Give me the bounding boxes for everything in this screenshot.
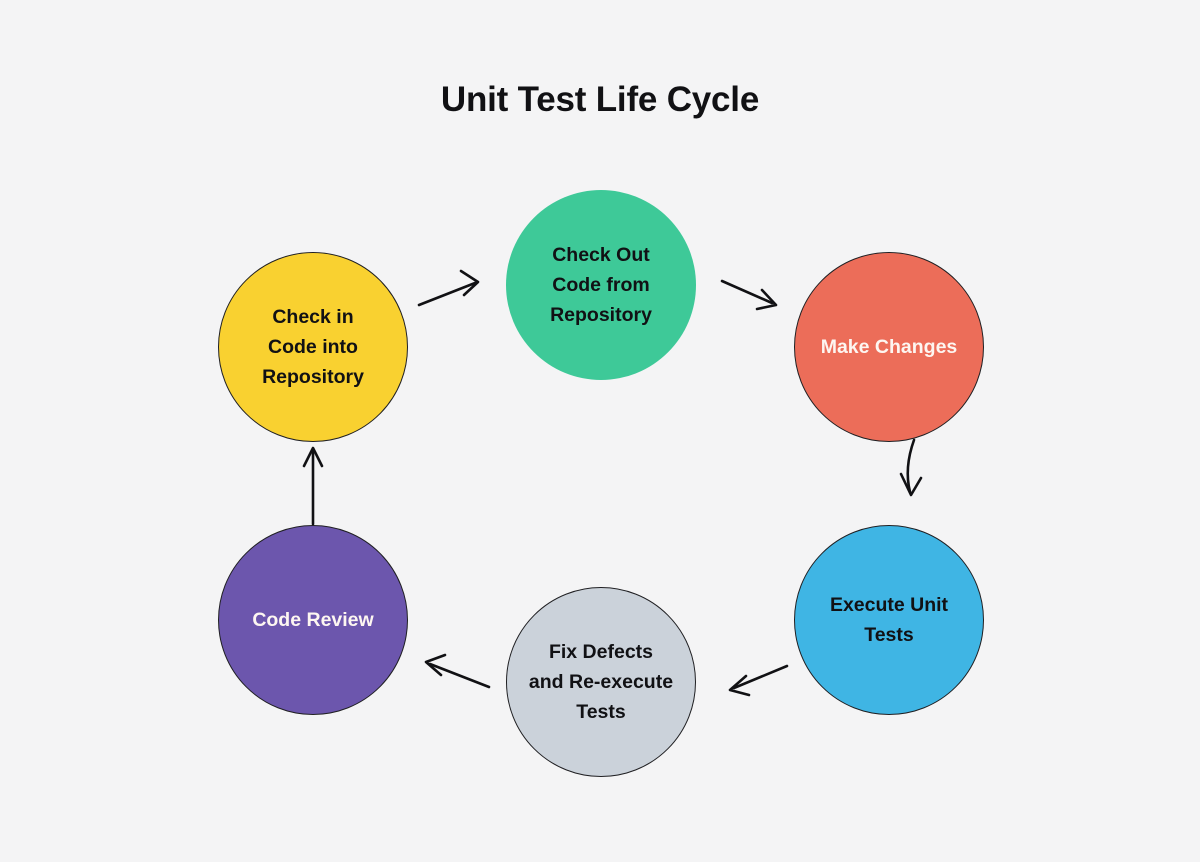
node-code-review-label: Code Review [252, 608, 374, 631]
node-make-changes-label: Make Changes [820, 335, 958, 358]
node-code-review[interactable]: Code Review [218, 525, 408, 715]
arrow-check-in-to-check-out [417, 269, 480, 307]
arrow-execute-tests-to-fix-defects [728, 664, 789, 697]
node-check-out-code[interactable]: Check Out Code from Repository [506, 190, 696, 380]
node-make-changes[interactable]: Make Changes [794, 252, 984, 442]
arrow-check-out-to-make-changes [720, 279, 778, 311]
node-check-in-code-label: Check in Code into Repository [262, 305, 364, 389]
page-title: Unit Test Life Cycle [440, 80, 760, 119]
node-execute-unit-tests-label: Execute Unit Tests [829, 593, 949, 646]
arrow-fix-defects-to-code-review [424, 653, 491, 689]
node-fix-defects[interactable]: Fix Defects and Re-execute Tests [506, 587, 696, 777]
arrow-code-review-to-check-in [302, 446, 324, 526]
node-check-out-code-label: Check Out Code from Repository [550, 243, 652, 327]
node-fix-defects-label: Fix Defects and Re-execute Tests [528, 640, 674, 724]
arrow-make-changes-to-execute-tests [899, 438, 923, 497]
node-execute-unit-tests[interactable]: Execute Unit Tests [794, 525, 984, 715]
node-check-in-code[interactable]: Check in Code into Repository [218, 252, 408, 442]
